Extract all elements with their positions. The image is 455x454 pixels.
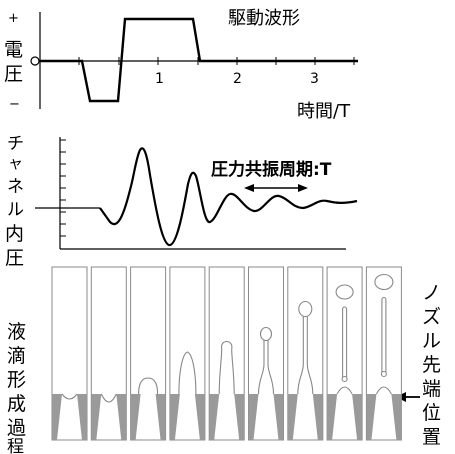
pressure-label-char-1: チ xyxy=(7,134,24,154)
drive-pulse-waveform xyxy=(40,17,358,103)
pressure-oscillation-curve xyxy=(99,147,358,247)
nozzle-label-char-2: ズ xyxy=(422,306,441,328)
droplet-head xyxy=(374,273,394,291)
pressure-y-ticks xyxy=(60,139,66,237)
process-label-char-2: 滴 xyxy=(7,345,26,367)
pressure-label-char-4: ル xyxy=(7,200,24,220)
liquid-column xyxy=(178,351,197,395)
nozzle-wall-left xyxy=(91,394,102,440)
droplet-head xyxy=(298,300,313,318)
plus-sign: + xyxy=(8,11,19,26)
droplet-head xyxy=(335,284,354,300)
voltage-label-char-2: 圧 xyxy=(4,63,23,85)
waveform-title: 駆動波形 xyxy=(228,8,300,29)
channel-pressure-panel: チ ャ ネ ル 内 圧 圧力共振周期:T xyxy=(5,134,358,269)
resonance-period-label: 圧力共振周期:T xyxy=(211,159,332,180)
pressure-label-char-5: 内 xyxy=(5,223,24,245)
nozzle-wall-right xyxy=(116,394,127,440)
nozzle-wall-left xyxy=(169,394,180,440)
nozzle-wall-right xyxy=(155,394,166,440)
nozzle-label-char-6: 位 xyxy=(422,402,441,424)
nozzle-wall-left xyxy=(209,394,220,440)
nozzle-wall-left xyxy=(130,394,141,440)
droplet-tail xyxy=(342,306,348,380)
meniscus xyxy=(61,393,78,400)
nozzle-wall-right xyxy=(273,394,284,440)
nozzle-wall-right xyxy=(194,394,205,440)
nozzle-wall-left xyxy=(327,394,338,440)
nozzle-label-char-3: ル xyxy=(422,330,441,352)
meniscus-bulge xyxy=(138,377,159,395)
nozzle-wall-right xyxy=(391,394,402,440)
voltage-label-char-1: 電 xyxy=(4,39,23,61)
time-axis-label: 時間/T xyxy=(297,101,351,122)
meniscus-recovered xyxy=(336,386,353,395)
satellite-drop xyxy=(341,375,348,383)
meniscus xyxy=(100,393,117,403)
period-double-arrow xyxy=(244,184,308,192)
process-label-char-6: 程 xyxy=(7,437,24,454)
x-tick-1: 1 xyxy=(155,71,164,87)
nozzle-wall-left xyxy=(52,394,62,440)
channel-sequence xyxy=(51,266,402,441)
nozzle-wall-right xyxy=(234,394,245,440)
x-tick-3: 3 xyxy=(310,71,319,87)
droplet-formation-panel: 液 滴 形 成 過 程 ノ ズ ル 先 端 位 置 xyxy=(7,266,441,454)
nozzle-wall-left xyxy=(287,394,298,440)
process-label-char-1: 液 xyxy=(7,321,26,343)
liquid-column xyxy=(218,340,235,395)
pressure-label-char-3: ネ xyxy=(7,177,24,197)
nozzle-wall-left xyxy=(248,394,259,440)
nozzle-label-char-7: 置 xyxy=(422,426,441,448)
nozzle-label-char-5: 端 xyxy=(422,378,441,400)
pressure-label-char-2: ャ xyxy=(8,154,23,172)
nozzle-wall-right xyxy=(352,394,363,440)
droplet-head xyxy=(259,326,273,342)
nozzle-wall-left xyxy=(366,394,377,440)
nozzle-label-char-1: ノ xyxy=(422,282,441,304)
nozzle-wall-right xyxy=(77,394,87,440)
drive-waveform-panel: 駆動波形 + − 電 圧 1 2 3 時間/T xyxy=(4,8,358,122)
meniscus-recovered xyxy=(375,386,392,395)
process-label-char-3: 形 xyxy=(7,369,26,391)
nozzle-wall-right xyxy=(312,394,323,440)
zero-marker xyxy=(30,56,40,66)
minus-sign: − xyxy=(9,97,20,112)
droplet-tail xyxy=(381,296,387,375)
process-label-char-4: 成 xyxy=(7,393,26,415)
nozzle-label-char-4: 先 xyxy=(422,354,441,376)
x-tick-2: 2 xyxy=(233,71,242,87)
satellite-drop xyxy=(380,370,387,378)
process-label-char-5: 過 xyxy=(7,417,26,439)
pressure-label-char-6: 圧 xyxy=(5,247,24,269)
